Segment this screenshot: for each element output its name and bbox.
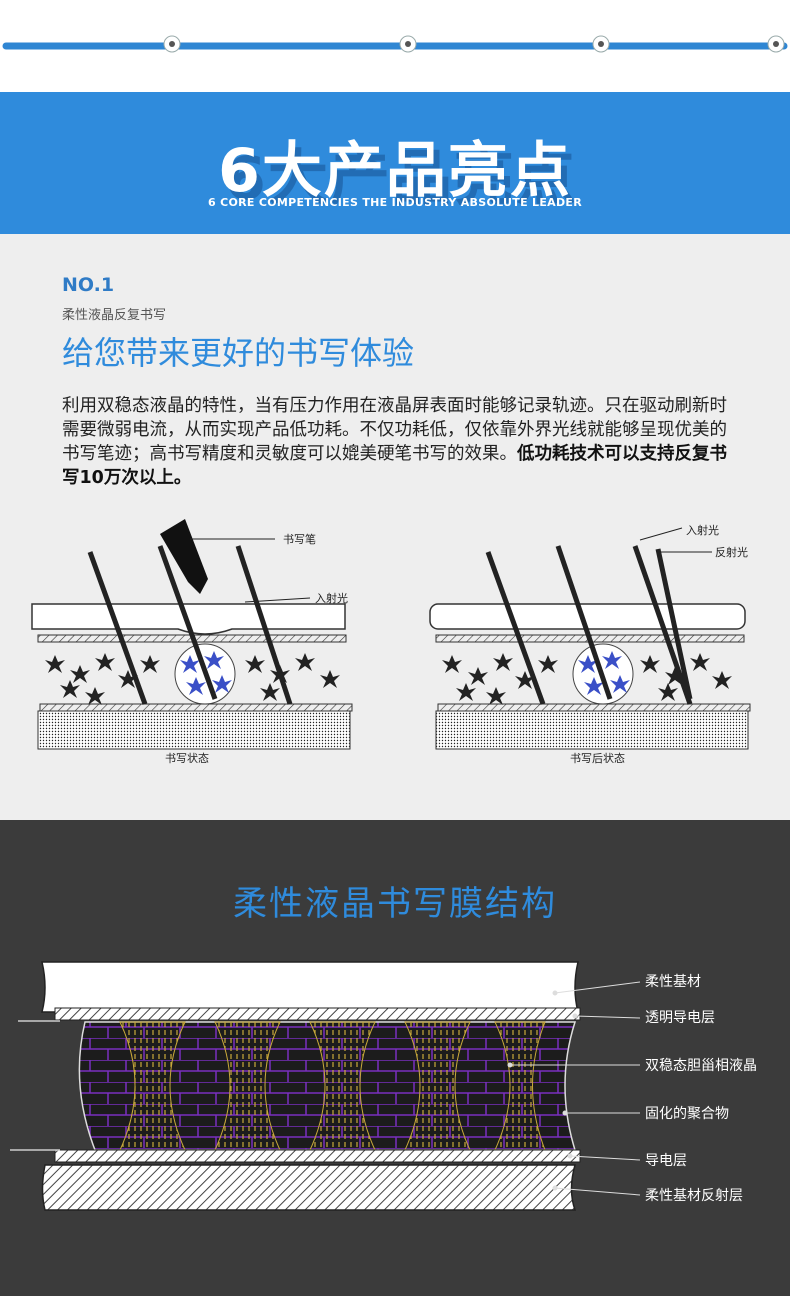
layer-label-substrate: 柔性基材 — [645, 973, 701, 990]
incident-light-label-left: 入射光 — [315, 591, 348, 605]
after-writing-caption: 书写后状态 — [570, 751, 625, 765]
feature-description: 利用双稳态液晶的特性，当有压力作用在液晶屏表面时能够记录轨迹。只在驱动刷新时需要… — [62, 394, 742, 490]
hero-title: 6大产品亮点 — [218, 136, 572, 206]
structure-section: 柔性液晶书写膜结构 — [0, 820, 790, 1296]
rail-decoration — [2, 35, 788, 53]
hero-banner: 6大产品亮点 6 CORE COMPETENCIES THE INDUSTRY … — [0, 92, 790, 234]
after-writing-diagram — [429, 527, 751, 750]
structure-heading: 柔性液晶书写膜结构 — [233, 884, 557, 924]
pen-label: 书写笔 — [283, 532, 316, 546]
feature-heading: 给您带来更好的书写体验 — [62, 334, 415, 372]
layer-label-transparent-conductive: 透明导电层 — [645, 1010, 715, 1026]
description-highlight: 低功耗技术可以支持反复书写10万次以上。 — [62, 444, 727, 488]
writing-diagram: 书写笔 入射光 书写状态 入射光 反射光 书写 — [31, 519, 751, 765]
incident-light-label-right: 入射光 — [686, 523, 719, 537]
layer-label-conductive: 导电层 — [645, 1153, 687, 1169]
film-structure-diagram: 柔性基材 透明导电层 双稳态胆甾相液晶 固化的聚合物 导电层 柔性基材反射层 — [10, 961, 757, 1211]
reflected-light-label: 反射光 — [715, 545, 748, 559]
layer-label-reflective-substrate: 柔性基材反射层 — [645, 1187, 743, 1204]
layer-label-polymer: 固化的聚合物 — [645, 1106, 729, 1122]
feature-subtitle: 柔性液晶反复书写 — [62, 308, 167, 323]
hero-subtitle: 6 CORE COMPETENCIES THE INDUSTRY ABSOLUT… — [208, 196, 582, 209]
layer-label-liquid-crystal: 双稳态胆甾相液晶 — [645, 1058, 757, 1074]
feature-number: NO.1 — [62, 274, 115, 296]
feature-section: NO.1 柔性液晶反复书写 给您带来更好的书写体验 利用双稳态液晶的特性，当有压… — [0, 234, 790, 820]
description-text: 利用双稳态液晶的特性，当有压力作用在液晶屏表面时能够记录轨迹。只在驱动刷新时需要… — [62, 396, 727, 464]
writing-state-diagram — [31, 519, 353, 750]
top-decoration — [0, 0, 790, 92]
writing-state-caption: 书写状态 — [165, 751, 209, 765]
